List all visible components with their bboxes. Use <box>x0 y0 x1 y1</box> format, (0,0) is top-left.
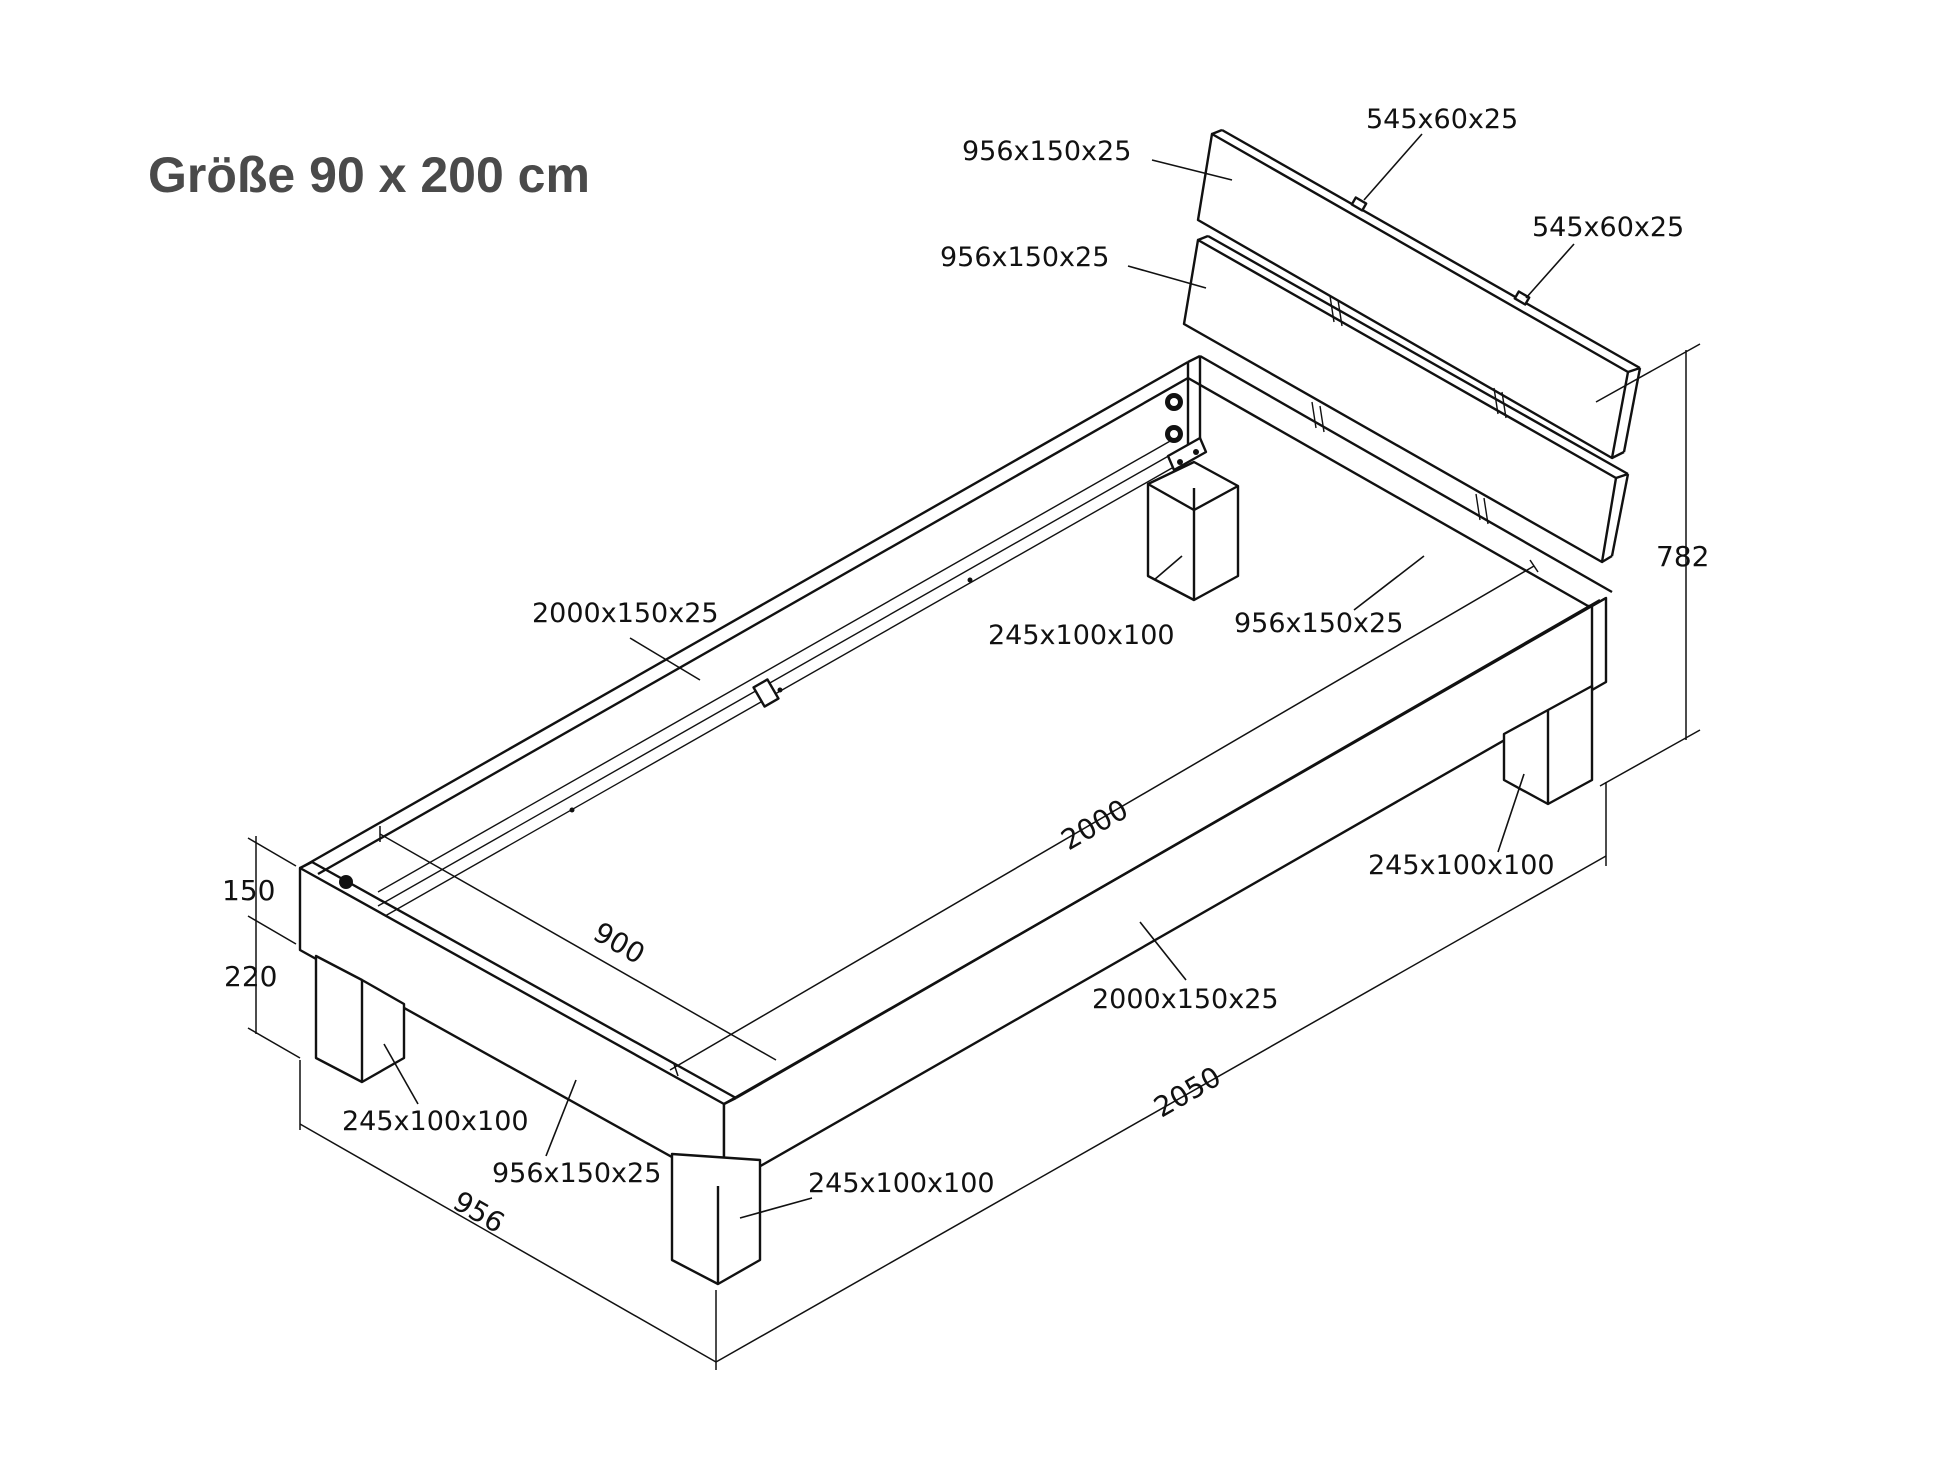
label-side-rail-front: 2000x150x25 <box>1092 984 1279 1015</box>
label-leg-foot-right: 245x100x100 <box>808 1168 995 1199</box>
label-head-rail: 956x150x25 <box>1234 608 1403 639</box>
part-labels: 956x150x25 545x60x25 956x150x25 545x60x2… <box>342 104 1684 1199</box>
label-leg-foot-left: 245x100x100 <box>342 1106 529 1137</box>
label-foot-rail: 956x150x25 <box>492 1158 661 1189</box>
label-leg-head-right: 245x100x100 <box>1368 850 1555 881</box>
bracket-nub-1 <box>1350 196 1368 212</box>
label-headboard-upper-board: 956x150x25 <box>962 136 1131 167</box>
rail-joint-plate <box>752 678 780 708</box>
page-title: Größe 90 x 200 cm <box>148 147 590 203</box>
dim-inner-width: 900 <box>588 915 651 970</box>
label-leg-head-inner: 245x100x100 <box>988 620 1175 651</box>
dim-rail-height: 150 <box>222 874 275 907</box>
dim-outer-width: 956 <box>447 1184 510 1239</box>
leg-foot-right <box>670 1152 762 1286</box>
label-side-rail-back: 2000x150x25 <box>532 598 719 629</box>
label-headboard-lower-board: 956x150x25 <box>940 242 1109 273</box>
dim-outer-length: 2050 <box>1148 1060 1226 1124</box>
dimension-lines <box>247 343 1701 1370</box>
bed-frame <box>298 354 1613 1286</box>
label-headboard-upper-bracket: 545x60x25 <box>1366 104 1518 135</box>
leader-lines <box>383 133 1575 1219</box>
headboard <box>1182 128 1642 564</box>
dim-inner-length: 2000 <box>1056 793 1134 857</box>
label-headboard-lower-bracket: 545x60x25 <box>1532 212 1684 243</box>
dim-leg-clearance: 220 <box>224 960 277 993</box>
bracket-nub-2 <box>1513 290 1531 306</box>
dim-height-total: 782 <box>1656 540 1709 573</box>
